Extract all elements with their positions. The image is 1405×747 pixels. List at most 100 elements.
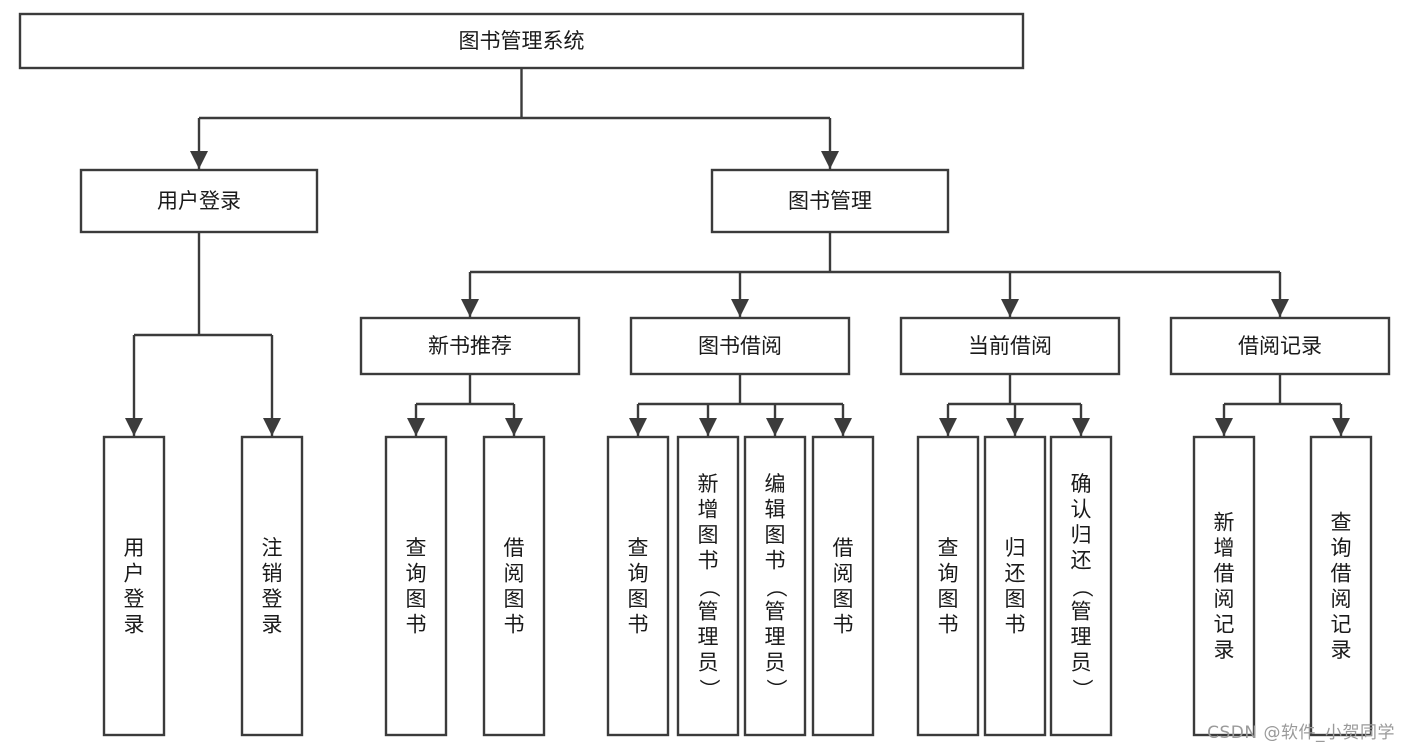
svg-text:录: 录: [262, 612, 283, 636]
svg-text:书: 书: [504, 612, 525, 636]
svg-text:图: 图: [1005, 587, 1026, 611]
node-label-group-1: 图书借阅: [698, 334, 782, 358]
svg-text:查: 查: [1331, 510, 1352, 534]
svg-text:书: 书: [698, 549, 719, 573]
arrow-head-icon-leaf-0-0: [407, 418, 425, 436]
arrow-head-icon-leaf-3-1: [1332, 418, 1350, 436]
arrow-head-icon-l1-1: [821, 151, 839, 169]
leaf-box-user-1[interactable]: [240, 435, 304, 737]
leaf-box-1-2[interactable]: [743, 435, 807, 737]
leaf-box-0-1[interactable]: [482, 435, 546, 737]
node-label-group-0: 新书推荐: [428, 334, 512, 358]
svg-text:管: 管: [765, 600, 786, 624]
node-box-l1-0[interactable]: [79, 168, 319, 234]
svg-text:阅: 阅: [504, 561, 525, 585]
leaf-box-3-1[interactable]: [1309, 435, 1373, 737]
arrow-head-icon-leaf-3-0: [1215, 418, 1233, 436]
arrow-head-icon-leaf-1-1: [699, 418, 717, 436]
svg-text:图: 图: [765, 523, 786, 547]
svg-text:员: 员: [765, 651, 786, 675]
svg-text:查: 查: [406, 536, 427, 560]
arrow-head-icon-user-leaf-1: [263, 418, 281, 436]
svg-text:辑: 辑: [765, 498, 786, 522]
arrow-head-icon-group-0: [461, 299, 479, 317]
svg-text:查: 查: [938, 536, 959, 560]
svg-text:登: 登: [262, 587, 283, 611]
svg-text:阅: 阅: [833, 561, 854, 585]
svg-text:书: 书: [628, 612, 649, 636]
svg-text:登: 登: [124, 587, 145, 611]
svg-text:书: 书: [938, 612, 959, 636]
paren-glyph: ）: [764, 679, 788, 700]
svg-text:记: 记: [1214, 612, 1235, 636]
svg-text:新: 新: [698, 472, 719, 496]
node-label-l1-1: 图书管理: [788, 189, 872, 213]
node-label-group-3: 借阅记录: [1238, 334, 1322, 358]
arrow-head-icon-group-3: [1271, 299, 1289, 317]
svg-text:增: 增: [1214, 536, 1235, 560]
paren-glyph: （: [764, 577, 788, 598]
svg-text:图: 图: [698, 523, 719, 547]
arrow-head-icon-leaf-2-1: [1006, 418, 1024, 436]
svg-text:确: 确: [1071, 472, 1092, 496]
svg-text:理: 理: [765, 625, 786, 649]
leaf-box-2-0[interactable]: [916, 435, 980, 737]
svg-text:书: 书: [1005, 612, 1026, 636]
leaf-box-2-2[interactable]: [1049, 435, 1113, 737]
labels-layer: 图书管理系统用户登录图书管理用户登录注销登录新书推荐查询图书借阅图书图书借阅查询…: [124, 29, 1352, 700]
svg-text:书: 书: [765, 549, 786, 573]
svg-text:注: 注: [262, 536, 283, 560]
arrow-head-icon-group-2: [1001, 299, 1019, 317]
svg-text:管: 管: [698, 600, 719, 624]
node-box-group-2[interactable]: [899, 316, 1121, 376]
svg-text:图: 图: [406, 587, 427, 611]
arrow-head-icon-leaf-1-0: [629, 418, 647, 436]
svg-text:新: 新: [1214, 510, 1235, 534]
svg-text:借: 借: [833, 536, 854, 560]
svg-text:图: 图: [938, 587, 959, 611]
arrow-head-icon-leaf-2-2: [1072, 418, 1090, 436]
svg-text:员: 员: [1071, 651, 1092, 675]
leaf-box-1-3[interactable]: [811, 435, 875, 737]
svg-text:编: 编: [765, 472, 786, 496]
arrow-head-icon-group-1: [731, 299, 749, 317]
node-label-l1-0: 用户登录: [157, 189, 241, 213]
svg-text:录: 录: [124, 612, 145, 636]
connectors-layer: [125, 68, 1350, 436]
leaf-box-0-0[interactable]: [384, 435, 448, 737]
svg-text:借: 借: [1331, 561, 1352, 585]
leaf-box-user-0[interactable]: [102, 435, 166, 737]
node-box-group-3[interactable]: [1169, 316, 1391, 376]
svg-text:归: 归: [1071, 523, 1092, 547]
svg-text:归: 归: [1005, 536, 1026, 560]
svg-text:图: 图: [833, 587, 854, 611]
arrow-head-icon-l1-0: [190, 151, 208, 169]
paren-glyph: （: [697, 577, 721, 598]
svg-text:还: 还: [1071, 549, 1092, 573]
node-box-group-1[interactable]: [629, 316, 851, 376]
node-box-root[interactable]: [18, 12, 1025, 70]
node-label-root: 图书管理系统: [459, 29, 585, 53]
svg-text:借: 借: [1214, 561, 1235, 585]
leaf-box-1-0[interactable]: [606, 435, 670, 737]
svg-text:查: 查: [628, 536, 649, 560]
arrow-head-icon-leaf-1-2: [766, 418, 784, 436]
leaf-box-1-1[interactable]: [676, 435, 740, 737]
leaf-box-2-1[interactable]: [983, 435, 1047, 737]
arrow-head-icon-user-leaf-0: [125, 418, 143, 436]
arrow-head-icon-leaf-1-3: [834, 418, 852, 436]
node-box-group-0[interactable]: [359, 316, 581, 376]
svg-text:用: 用: [124, 536, 145, 560]
node-box-l1-1[interactable]: [710, 168, 950, 234]
leaf-box-3-0[interactable]: [1192, 435, 1256, 737]
